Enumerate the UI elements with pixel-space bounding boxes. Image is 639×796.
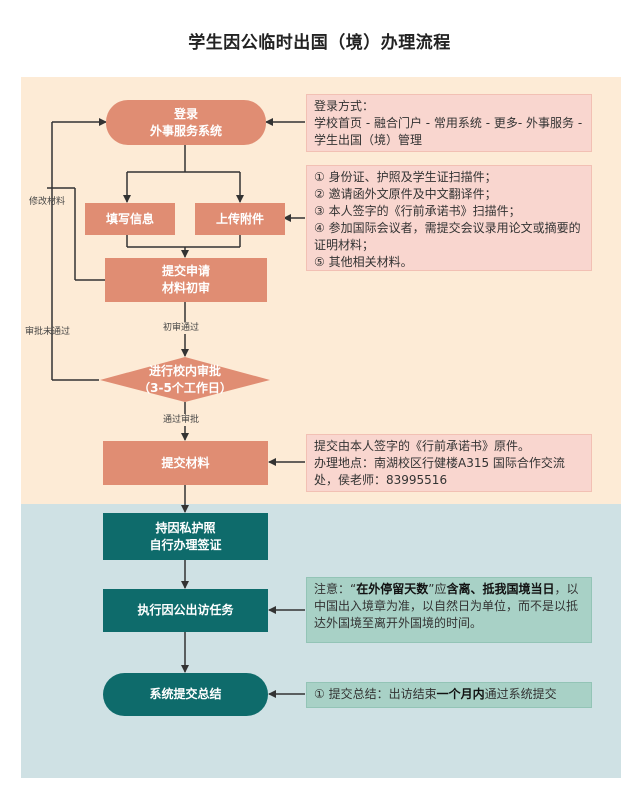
note-text: ① 提交总结：出访结束 — [314, 687, 437, 701]
note-emphasis: 在外停留天数 — [356, 582, 429, 596]
school-review-label: 进行校内审批 （3-5个工作日） — [138, 364, 232, 395]
page-title: 学生因公临时出国（境）办理流程 — [188, 33, 451, 53]
note-text: 注意：“ — [314, 582, 357, 596]
upload-attachment-node: 上传附件 — [195, 203, 285, 235]
login-method-note: 登录方式： 学校首页 - 融合门户 - 常用系统 - 更多- 外事服务 - 学生… — [306, 94, 592, 152]
attachments-note: ① 身份证、护照及学生证扫描件； ② 邀请函外文原件及中文翻译件； ③ 本人签字… — [306, 165, 592, 271]
submit-review-node: 提交申请 材料初审 — [105, 258, 267, 302]
initial-pass-label: 初审通过 — [161, 322, 202, 334]
submit-materials-node: 提交材料 — [103, 441, 268, 485]
summary-note: ① 提交总结：出访结束一个月内通过系统提交 — [306, 682, 592, 708]
login-node: 登录 外事服务系统 — [106, 100, 266, 145]
approved-label: 通过审批 — [161, 414, 202, 426]
note-text: ，以中国出入境章为准，以自然日为单位，而不是以抵达外国境至离开外国境的时间。 — [314, 582, 579, 630]
attachment-item: ① 身份证、护照及学生证扫描件； — [314, 170, 497, 184]
fill-info-node: 填写信息 — [85, 203, 175, 235]
note-emphasis: 一个月内 — [436, 687, 485, 701]
attachment-item: ③ 本人签字的《行前承诺书》扫描件； — [314, 204, 521, 218]
submit-summary-node: 系统提交总结 — [103, 673, 268, 716]
passport-visa-node: 持因私护照 自行办理签证 — [103, 513, 268, 560]
execute-task-node: 执行因公出访任务 — [103, 589, 268, 632]
submit-info-note: 提交由本人签字的《行前承诺书》原件。 办理地点：南湖校区行健楼A315 国际合作… — [306, 434, 592, 492]
rejected-label: 审批未通过 — [25, 327, 71, 337]
revise-label: 修改材料 — [29, 197, 66, 207]
attachment-item: ④ 参加国际会议者，需提交会议录用论文或摘要的证明材料； — [314, 221, 581, 252]
note-text: ”应 — [428, 582, 447, 596]
stay-days-note: 注意：“在外停留天数”应含离、抵我国境当日，以中国出入境章为准，以自然日为单位，… — [306, 577, 592, 643]
attachment-item: ② 邀请函外文原件及中文翻译件； — [314, 187, 497, 201]
note-emphasis: 含离、抵我国境当日 — [446, 582, 555, 596]
school-review-diamond — [100, 357, 270, 402]
note-text: 通过系统提交 — [484, 687, 557, 701]
attachment-item: ⑤ 其他相关材料。 — [314, 255, 413, 269]
